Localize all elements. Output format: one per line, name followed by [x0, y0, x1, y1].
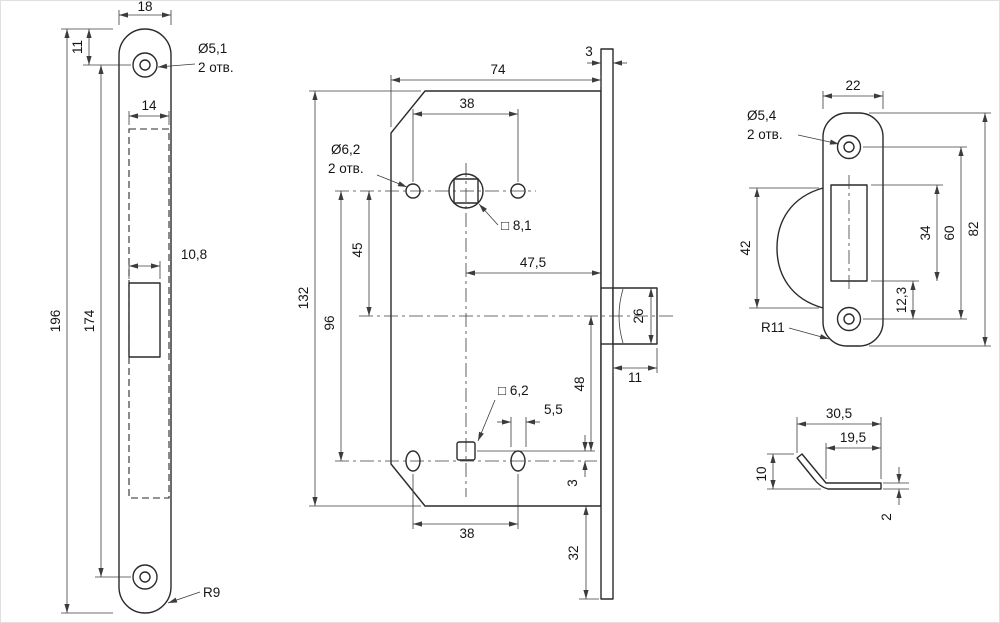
dim-text: R11: [761, 320, 785, 335]
dim-text: 196: [48, 310, 63, 333]
dim-faceplate-body-width: 14: [128, 98, 170, 125]
dim-text: 38: [459, 526, 474, 541]
dim-text: 96: [322, 315, 337, 330]
dim-slot-width: 5,5: [497, 402, 563, 447]
dim-faceplate-width: 18: [118, 1, 172, 25]
dim-latch-height: 26: [631, 288, 654, 344]
dim-text: 47,5: [520, 255, 546, 270]
dim-key-square: □ 6,2: [477, 383, 529, 442]
dim-text: 48: [572, 376, 587, 391]
dim-text: 174: [82, 309, 97, 332]
hole-qty-label: 2 отв.: [747, 127, 783, 142]
dim-text: 10,8: [181, 247, 207, 262]
dim-text: 22: [845, 78, 860, 93]
dim-text: 3: [585, 44, 593, 59]
dim-strike-right-stack: 12,3 34 60 82: [863, 112, 991, 347]
strike-plate-lip-curve: [776, 187, 824, 309]
dim-text: 12,3: [894, 287, 909, 313]
dim-text: R9: [203, 585, 220, 600]
dim-faceplate-hole-label: Ø5,1 2 отв.: [157, 41, 234, 75]
faceplate-bottom-hole: [132, 564, 158, 590]
view-faceplate: 18 Ø5,1 2 отв. 196 174 11 14: [48, 1, 234, 614]
dim-lower-hole-spacing: 38: [412, 474, 519, 541]
dim-profile-flat-length: 19,5: [825, 430, 881, 479]
dim-text: 132: [296, 287, 311, 310]
dim-text: 42: [738, 240, 753, 255]
upper-hole-right: [510, 183, 526, 199]
dim-hole-rows-spacing: 96: [322, 191, 344, 461]
hole-qty-label: 2 отв.: [328, 161, 364, 176]
dim-faceplate-latch-width: 10,8: [128, 247, 207, 279]
hole-dia-label: Ø6,2: [331, 142, 360, 157]
dim-strike-corner-radius: R11: [761, 320, 830, 340]
spindle-square-hole: [453, 178, 479, 204]
dim-text: 11: [628, 370, 642, 385]
hole-dia-label: Ø5,1: [198, 41, 227, 56]
spindle-boss: [448, 173, 484, 209]
dim-faceplate-hole-offset: 11: [70, 29, 92, 65]
lower-slot-left: [405, 450, 421, 472]
view-lock-body: 74 38 Ø6,2 2 отв. □ 8,1 45 96: [296, 44, 673, 600]
dim-faceplate-height: 196: [48, 28, 113, 614]
view-strike-plate: 22 Ø5,4 2 отв. 42 12,3 34 60: [738, 78, 991, 347]
dim-text: 38: [459, 96, 474, 111]
dim-text: 32: [566, 545, 581, 560]
dim-strike-width: 22: [822, 78, 884, 109]
hole-qty-label: 2 отв.: [198, 60, 234, 75]
dim-text: □ 6,2: [498, 383, 529, 398]
dim-text: 10: [754, 466, 769, 481]
dim-faceplate-hole-spacing: 174: [82, 64, 131, 578]
faceplate-strip: [600, 48, 614, 600]
strike-top-hole-inner: [843, 141, 855, 153]
dim-text: 11: [70, 40, 85, 54]
key-square-hole: [456, 441, 476, 461]
dim-text: 30,5: [826, 406, 852, 421]
view-strike-profile: 30,5 19,5 10 2: [754, 406, 909, 521]
dim-faceplate-corner-radius: R9: [167, 585, 220, 604]
dim-backset: 47,5: [466, 255, 601, 276]
dim-spindle-square: □ 8,1: [478, 203, 532, 233]
dim-text: 14: [141, 98, 157, 113]
dim-text: □ 8,1: [501, 218, 532, 233]
faceplate-top-hole-inner: [139, 59, 151, 71]
dim-text: 18: [137, 1, 152, 14]
lock-body-outline: [390, 90, 602, 507]
dim-text: 60: [942, 225, 957, 240]
dim-text: 3: [565, 479, 580, 487]
dim-upper-hole-spacing: 38: [412, 96, 519, 182]
dim-text: 74: [490, 62, 506, 77]
dim-text: 2: [879, 513, 894, 521]
faceplate-bottom-hole-inner: [139, 571, 151, 583]
dim-body-width: 74: [390, 62, 602, 127]
dim-center-to-key-row: 48: [477, 316, 595, 452]
strike-plate-outline: [822, 112, 884, 347]
strike-bottom-hole-inner: [843, 313, 855, 325]
dim-profile-thickness: 2: [879, 467, 909, 521]
strike-profile-outline: [796, 453, 882, 490]
dim-spindle-to-center: 45: [350, 191, 372, 316]
dim-profile-lip-height: 10: [754, 453, 821, 490]
dim-body-hole-label: Ø6,2 2 отв.: [328, 142, 408, 188]
dim-strike-lip-span: 42: [738, 187, 819, 309]
hole-dia-label: Ø5,4: [747, 108, 777, 123]
dim-text: 34: [918, 225, 933, 241]
dim-text: 19,5: [840, 430, 866, 445]
dim-text: 5,5: [544, 402, 563, 417]
faceplate-top-hole: [132, 52, 158, 78]
dim-text: 26: [631, 308, 646, 323]
dim-square-row-offset: 3: [565, 435, 588, 487]
dim-text: 45: [350, 242, 365, 257]
dim-faceplate-thickness: 3: [585, 44, 627, 66]
dim-body-height: 132: [296, 90, 421, 507]
dim-strike-hole-label: Ø5,4 2 отв.: [747, 108, 840, 145]
dim-text: 82: [966, 221, 981, 236]
faceplate-latch-opening: [128, 282, 161, 358]
strike-bottom-hole: [836, 306, 862, 332]
dim-faceplate-bottom-ext: 32: [566, 506, 599, 600]
upper-hole-left: [405, 183, 421, 199]
strike-top-hole: [836, 134, 862, 160]
dim-latch-protrusion: 11: [612, 348, 658, 385]
